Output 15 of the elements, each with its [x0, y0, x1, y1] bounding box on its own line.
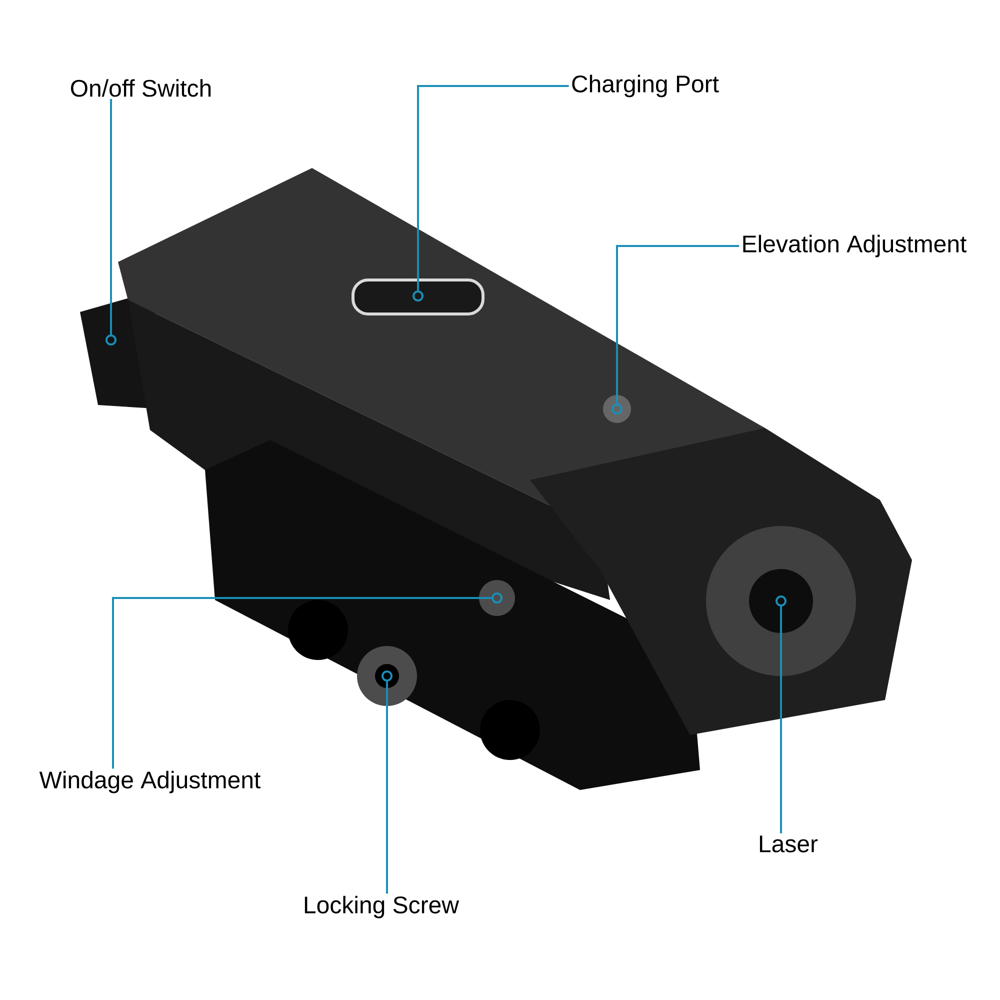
callout-label: Elevation Adjustment	[743, 234, 967, 258]
callout-dot	[106, 334, 116, 346]
leader-line	[780, 606, 782, 834]
callout-dot	[382, 670, 392, 682]
callout-dot	[412, 290, 424, 302]
callout-label: Laser	[760, 836, 818, 852]
callout-dot	[492, 592, 502, 604]
callout-label: Locking Screw	[304, 896, 460, 918]
callout-label: Windage Adjustment	[39, 770, 260, 794]
callout-label: On/off Switch	[70, 79, 211, 97]
callout-dot	[612, 404, 622, 414]
callout-dot	[776, 596, 786, 606]
callout-label: Charging Port	[572, 74, 719, 98]
leader-line	[417, 85, 569, 290]
leader-line	[110, 99, 112, 334]
